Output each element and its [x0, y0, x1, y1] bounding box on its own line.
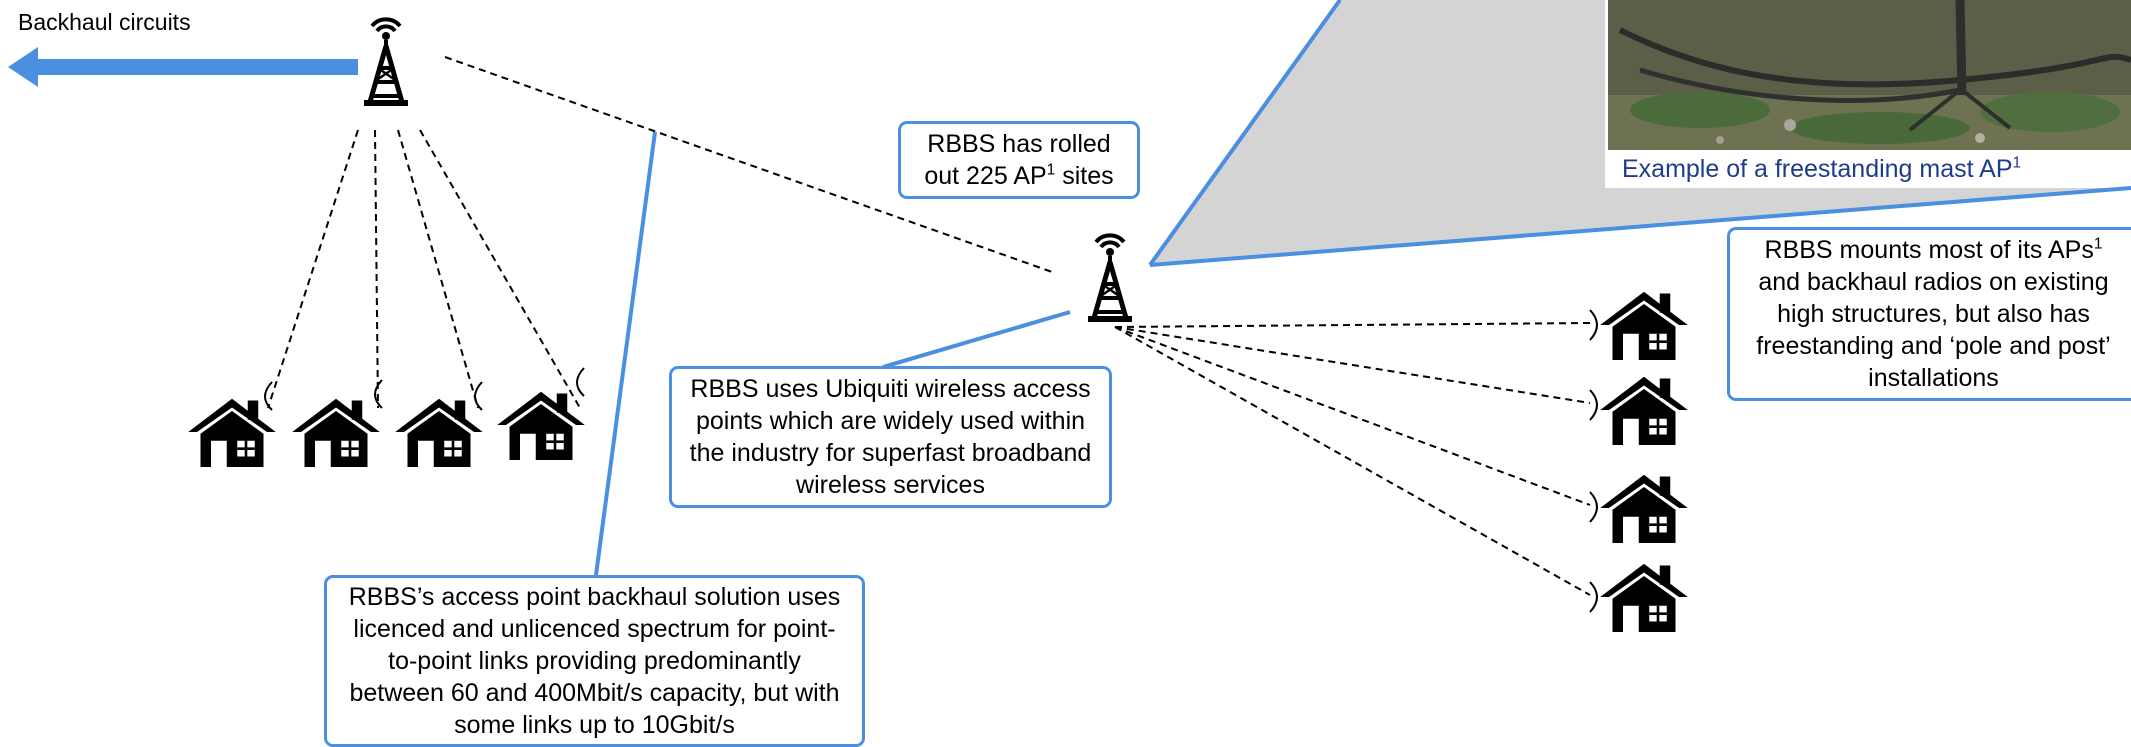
callout-ap-sites-footnote: 1: [1046, 161, 1056, 179]
callout-ubiquiti-line: wireless services: [796, 471, 985, 499]
house-icon: [1600, 375, 1688, 445]
callout-backhaul-line: between 60 and 400Mbit/s capacity, but w…: [349, 679, 840, 707]
callout-mounts-line-1: RBBS mounts most of its APs1: [1765, 234, 2103, 266]
callout-mounts-line: and backhaul radios on existing: [1758, 268, 2109, 296]
radio-tower-icon: [1088, 235, 1132, 322]
photo-caption-text: Example of a freestanding mast AP: [1622, 155, 2013, 183]
callout-ubiquiti-line: RBBS uses Ubiquiti wireless access: [690, 375, 1091, 403]
callout-ap-sites-line-2: out 225 AP1 sites: [924, 160, 1113, 192]
mast-photo: [1608, 0, 2131, 186]
callout-ubiquiti-line: points which are widely used within: [695, 407, 1086, 435]
callout-ap-sites-tail: sites: [1055, 162, 1114, 190]
house-icon: [395, 397, 483, 467]
radio-tower-icon: [364, 19, 408, 106]
callout-connectors: [594, 131, 1071, 576]
callout-wedge-edge-upper: [1148, 0, 1342, 267]
callout-ap-sites-text: out 225 AP: [924, 162, 1047, 190]
callout-mounts: RBBS mounts most of its APs1 and backhau…: [1727, 227, 2131, 401]
house-icon: [188, 397, 276, 467]
callout-backhaul-line: licenced and unlicenced spectrum for poi…: [353, 615, 836, 643]
house-icon: [1600, 473, 1688, 543]
callout-ubiquiti: RBBS uses Ubiquiti wireless access point…: [669, 366, 1112, 508]
photo-callout-wedge: [1150, 0, 2131, 265]
callout-mounts-footnote: 1: [2093, 235, 2103, 253]
dashed-links: [267, 56, 1591, 596]
house-icon: [1600, 290, 1688, 360]
callout-backhaul-line: some links up to 10Gbit/s: [454, 711, 735, 739]
callout-wedge-edge-lower: [1149, 186, 2131, 267]
house-icon: [1600, 562, 1688, 632]
callout-ap-sites: RBBS has rolled out 225 AP1 sites: [898, 121, 1140, 199]
callout-mounts-line: installations: [1868, 364, 1999, 392]
callout-mounts-line: freestanding and ‘pole and post’: [1756, 332, 2111, 360]
callout-backhaul-line: to-point links providing predominantly: [388, 647, 801, 675]
callout-ubiquiti-line: the industry for superfast broadband: [689, 439, 1092, 467]
callout-backhaul-solution: RBBS’s access point backhaul solution us…: [324, 575, 865, 747]
callout-backhaul-line: RBBS’s access point backhaul solution us…: [348, 583, 841, 611]
photo-caption-footnote: 1: [2012, 154, 2022, 172]
house-icon: [292, 397, 380, 467]
antenna-arcs: [264, 309, 1598, 613]
callout-ap-sites-line-1: RBBS has rolled: [927, 130, 1111, 158]
callout-mounts-line: high structures, but also has: [1777, 300, 2090, 328]
house-icon: [497, 390, 585, 460]
callout-mounts-text: RBBS mounts most of its APs: [1764, 236, 2094, 264]
backhaul-arrow: [8, 47, 358, 87]
photo-caption: Example of a freestanding mast AP1: [1622, 153, 2021, 185]
backhaul-circuits-label: Backhaul circuits: [18, 9, 191, 35]
